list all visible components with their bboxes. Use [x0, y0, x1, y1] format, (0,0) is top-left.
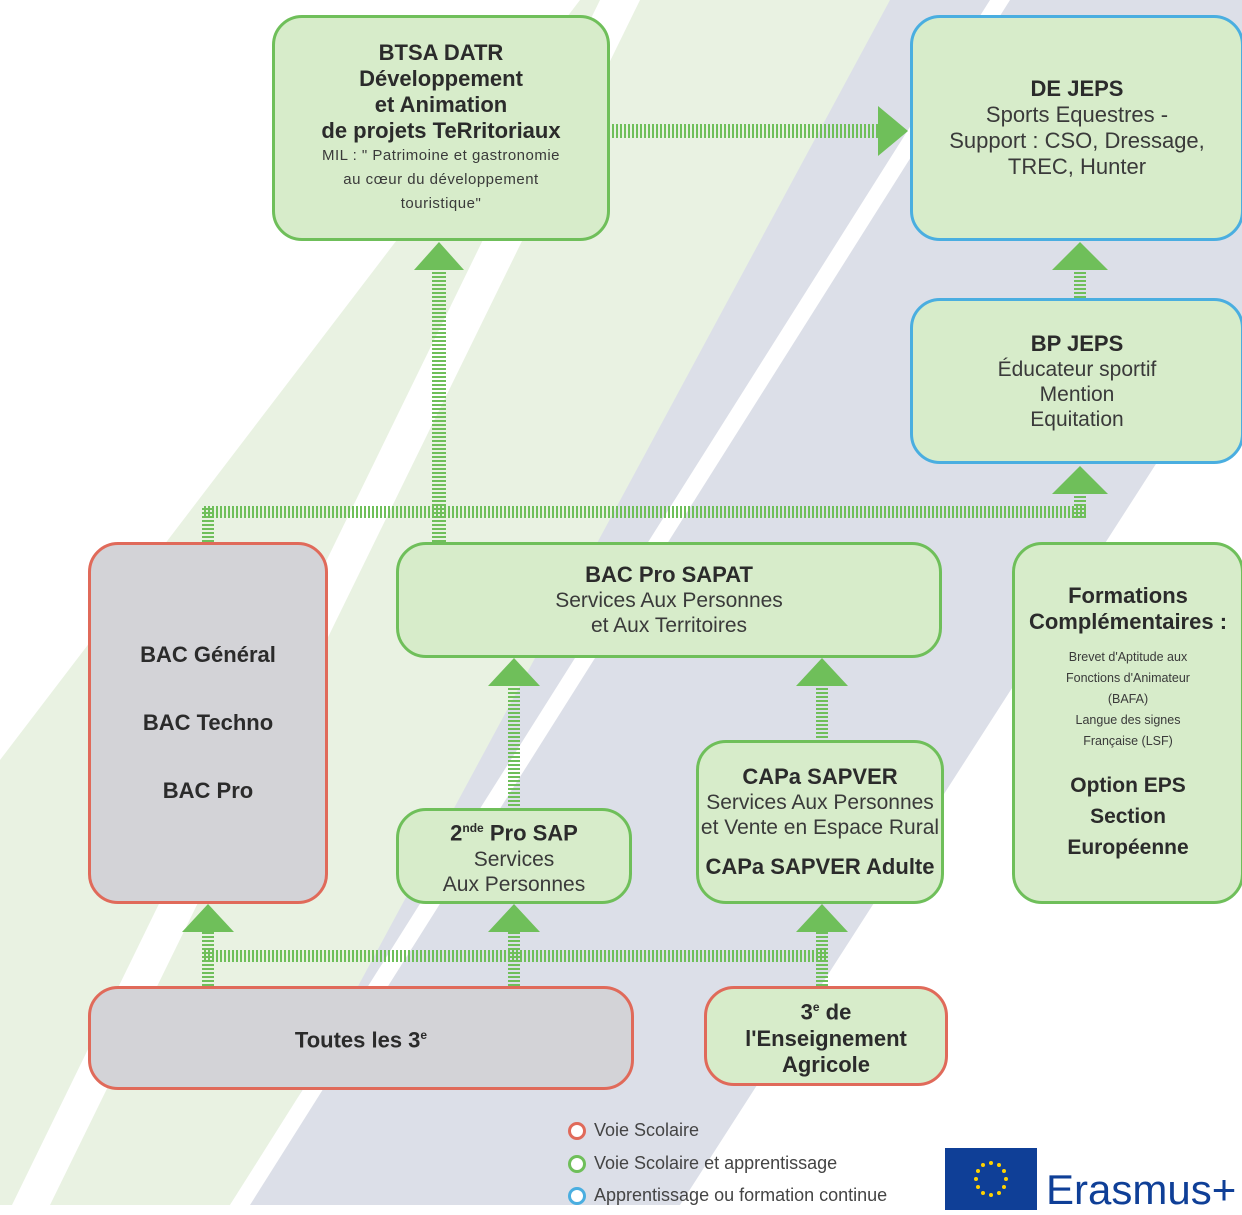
- dejeps-title: DE JEPS: [1030, 76, 1124, 101]
- seconde-pro-sap-box: 2nde Pro SAP Services Aux Personnes: [396, 808, 632, 904]
- europeenne-label: Européenne: [1067, 836, 1189, 859]
- btsa-title: BTSA DATR: [378, 40, 504, 65]
- arrowhead-up-sapat-left: [488, 658, 540, 686]
- legend-item3: Apprentissage ou formation continue: [594, 1185, 888, 1205]
- sapat-line2: et Aux Territoires: [590, 614, 747, 637]
- dejeps-line1: Sports Equestres -: [985, 102, 1169, 127]
- legend-item2: Voie Scolaire et apprentissage: [594, 1153, 838, 1173]
- seconde-title: 2nde Pro SAP: [450, 815, 578, 846]
- bac-general: BAC Général: [140, 642, 276, 667]
- connector-up-btsa: [432, 270, 446, 546]
- eu-flag-logo: [945, 1148, 1037, 1210]
- troisieme-title: 3e de: [801, 994, 852, 1025]
- formations-l1: Brevet d'Aptitude aux: [1068, 650, 1188, 664]
- bpjeps-title: BP JEPS: [1030, 330, 1124, 356]
- bpjeps-line3: Equitation: [1030, 407, 1124, 431]
- sapat-title: BAC Pro SAPAT: [585, 562, 753, 587]
- btsa-datr-box: BTSA DATR Développement et Animation de …: [272, 15, 610, 241]
- troisieme-num: 3: [800, 999, 813, 1025]
- arrowhead-up-bpjeps: [1052, 466, 1108, 494]
- connector-btsa-dejeps: [610, 124, 880, 138]
- troisieme-ea-box: 3e de l'Enseignement Agricole: [704, 986, 948, 1086]
- bacpro-sapat-box: BAC Pro SAPAT Services Aux Personnes et …: [396, 542, 942, 658]
- capa-line1: Services Aux Personnes: [706, 791, 934, 814]
- arrowhead-up-sapat-right: [796, 658, 848, 686]
- btsa-sub3: touristique": [400, 195, 482, 212]
- legend-circle-blue: [568, 1186, 586, 1205]
- dejeps-box: DE JEPS Sports Equestres - Support : CSO…: [910, 15, 1242, 241]
- capa-adult: CAPa SAPVER Adulte: [705, 854, 935, 879]
- erasmus-logo-text: Erasmus+: [1046, 1166, 1237, 1213]
- toutes-les-3e-box: Toutes les 3e: [88, 986, 634, 1090]
- toutes-text: Toutes les 3: [294, 1027, 421, 1053]
- capa-title: CAPa SAPVER: [742, 764, 898, 789]
- formations-title2: Complémentaires :: [1028, 609, 1228, 634]
- formations-l2: Fonctions d'Animateur: [1066, 671, 1190, 685]
- seconde-line1: Services: [473, 847, 555, 871]
- formations-title1: Formations: [1068, 583, 1188, 608]
- sapat-line1: Services Aux Personnes: [555, 589, 783, 612]
- formations-box: Formations Complémentaires : Brevet d'Ap…: [1012, 542, 1242, 904]
- dejeps-line3: TREC, Hunter: [1007, 154, 1147, 179]
- arrowhead-up-dejeps: [1052, 242, 1108, 270]
- legend-circle-red: [568, 1121, 586, 1140]
- legend-item1: Voie Scolaire: [594, 1120, 700, 1140]
- option-eps: Option EPS: [1070, 774, 1186, 797]
- btsa-sub2: au cœur du développement: [343, 171, 539, 188]
- btsa-sub1: MIL : " Patrimoine et gastronomie: [321, 147, 561, 164]
- arrowhead-right: [878, 106, 908, 156]
- capa-sapver-box: CAPa SAPVER Services Aux Personnes et Ve…: [696, 740, 944, 904]
- btsa-line2: Développement: [359, 66, 523, 91]
- troisieme-line3: Agricole: [781, 1051, 871, 1077]
- btsa-line3: et Animation: [374, 92, 508, 117]
- troisieme-de: de: [819, 999, 852, 1025]
- seconde-sup: nde: [462, 821, 484, 836]
- connector-bus-top: [202, 506, 1088, 518]
- btsa-line4: de projets TeRritoriaux: [321, 118, 561, 143]
- formations-l5: Française (LSF): [1083, 734, 1173, 748]
- formations-l3: (BAFA): [1107, 692, 1149, 706]
- legend-voie-scolaire: Voie Scolaire: [568, 1120, 699, 1141]
- bac-techno: BAC Techno: [142, 710, 274, 735]
- bac-box: BAC Général BAC Techno BAC Pro: [88, 542, 328, 904]
- bpjeps-box: BP JEPS Éducateur sportif Mention Equita…: [910, 298, 1242, 464]
- seconde-line2: Aux Personnes: [442, 872, 586, 896]
- seconde-num: 2: [450, 820, 463, 846]
- arrowhead-up-bac: [182, 904, 234, 932]
- legend-circle-green: [568, 1154, 586, 1173]
- seconde-title-text: Pro SAP: [483, 820, 578, 846]
- bac-pro: BAC Pro: [162, 778, 254, 803]
- legend-apprentissage: Apprentissage ou formation continue: [568, 1185, 887, 1206]
- legend-voie-scolaire-apprentissage: Voie Scolaire et apprentissage: [568, 1153, 837, 1174]
- formations-l4: Langue des signes: [1075, 713, 1181, 727]
- dejeps-line2: Support : CSO, Dressage,: [949, 128, 1205, 153]
- eu-stars-icon: [974, 1161, 1008, 1197]
- bpjeps-line2: Mention: [1039, 382, 1115, 406]
- connector-bp-de: [1074, 270, 1086, 300]
- bpjeps-line1: Éducateur sportif: [997, 357, 1157, 381]
- toutes-sup: e: [420, 1028, 428, 1043]
- arrowhead-up-btsa: [414, 242, 464, 270]
- arrowhead-up-capa: [796, 904, 848, 932]
- troisieme-sup: e: [812, 1000, 820, 1015]
- capa-line2: et Vente en Espace Rural: [700, 816, 940, 839]
- toutes-label: Toutes les 3e: [295, 1022, 427, 1053]
- arrowhead-up-seconde: [488, 904, 540, 932]
- section-label: Section: [1090, 805, 1166, 828]
- troisieme-line2: l'Enseignement: [745, 1025, 907, 1051]
